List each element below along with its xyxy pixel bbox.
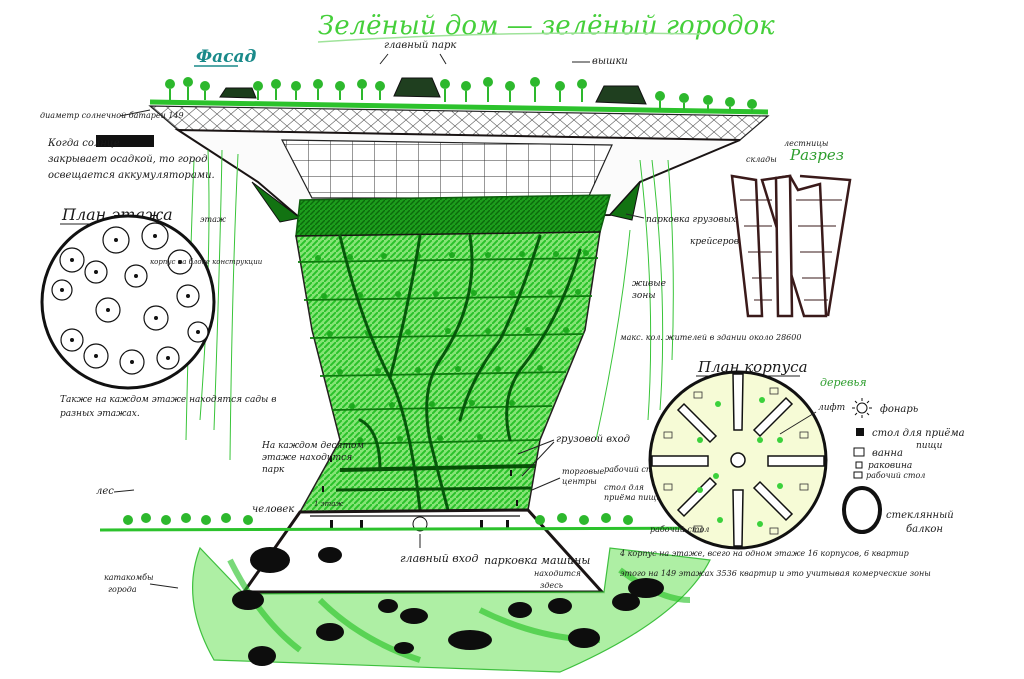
main-entrance-label: главный вход — [400, 552, 479, 565]
forest-label: лес — [96, 486, 114, 497]
section-drawing — [730, 174, 852, 318]
parking-cargo-line-2: крейсеров — [690, 237, 739, 247]
sun-note-line-2: закрывает осадкой, то город — [48, 154, 208, 165]
work-desk-label: рабочий стол — [604, 465, 663, 474]
tree-trunks — [338, 234, 582, 512]
plan-block-furniture — [663, 387, 809, 535]
page-title: Зелёный дом — зелёный городок — [318, 11, 775, 41]
cargo-label: склады — [746, 155, 777, 164]
forest-arrow — [113, 489, 135, 493]
floor-label: этаж — [200, 215, 226, 224]
sink-label: раковина — [868, 461, 912, 471]
tenth-floor-note-3: парк — [262, 465, 285, 475]
sink-icon — [855, 461, 863, 469]
underground-strokes — [227, 558, 691, 663]
bottom-note-line-1: 4 корпус на этаже, всего на одном этаже … — [619, 549, 909, 558]
shopping-centers-line-1: торговые — [562, 467, 605, 476]
meal-desk-line-2: пищи — [916, 441, 943, 451]
glass-balcony-icon — [842, 486, 882, 534]
parking-here-line-3: здесь — [540, 581, 563, 590]
work-desk-legend-label: рабочий стол — [866, 471, 925, 480]
cargo-entrance-label: грузовой вход — [556, 434, 630, 445]
solar-panels — [281, 139, 613, 199]
tower-1 — [219, 87, 257, 99]
tower-2 — [393, 77, 441, 98]
elevator-arrow — [779, 411, 817, 435]
park-band — [295, 194, 611, 237]
meal-desk-icon — [856, 428, 864, 436]
cargo-entrance-arrows — [517, 439, 555, 477]
sun-note-line-3: освещается аккумуляторами. — [48, 170, 215, 181]
glass-balcony-line-1: стеклянный — [886, 510, 954, 521]
living-zones-line-2: зоны — [632, 291, 656, 301]
shopping-centers-line-2: центры — [562, 477, 597, 486]
plan-block-trees — [697, 397, 783, 527]
forest-trees — [123, 513, 633, 525]
bath-icon — [853, 447, 865, 457]
tenth-floor-note-2: этаже находится — [262, 453, 352, 463]
lantern-icon — [856, 402, 868, 414]
legend: фонарь стол для приёма пищи ванна ракови… — [842, 398, 965, 535]
housing-blocks-label: корпус на блоке конструкции — [150, 258, 263, 266]
floor-plan-dots — [60, 234, 200, 364]
tenth-floor-note-1: На каждом десятом — [261, 441, 364, 451]
parking-here-line-1: парковка машины — [484, 554, 590, 567]
left-parking-pod — [251, 181, 302, 223]
person-label: человек — [252, 504, 294, 515]
reception-desk-line-2: приёма пищи — [604, 493, 662, 502]
main-entrance-symbol — [412, 516, 428, 532]
towers-label: вышки — [592, 56, 628, 67]
sun-note-line-1: Когда солнце — [47, 138, 120, 149]
underground-caves — [232, 547, 664, 666]
solar-diameter-arrow — [119, 109, 151, 117]
glass-balcony-line-2: балкон — [906, 524, 943, 535]
roof-park — [149, 77, 769, 115]
main-park-arrows — [379, 53, 447, 65]
bottom-note-line-2: этого на 149 этажах 3536 квартир и это у… — [620, 569, 931, 578]
solar-diameter-label: диаметр солнечной батареи 149 — [40, 111, 184, 120]
work-desk-icon — [853, 471, 863, 479]
plinth-windows — [322, 456, 518, 528]
elevator-label: лифт — [818, 403, 845, 413]
stairs-label: лестницы — [784, 139, 828, 148]
meal-desk-line-1: стол для приёма — [872, 428, 965, 439]
plan-block-walls — [651, 373, 825, 547]
reception-desk-line-1: стол для — [604, 483, 644, 492]
underground-caves-arrow — [149, 583, 179, 589]
work-desk-bottom-label: рабочий стол — [650, 525, 709, 534]
shopping-centers-arrow — [531, 477, 561, 491]
parking-here-line-2: находится — [534, 569, 581, 578]
facade-label: Фасад — [196, 47, 257, 67]
plan-block-elevator — [730, 452, 746, 468]
solar-battery-symbol — [96, 135, 154, 147]
parking-cargo-arrow — [625, 213, 645, 219]
underground-caves-line-1: катакомбы — [104, 573, 154, 582]
max-residents-label: макс. кол. жителей в здании около 28600 — [620, 333, 801, 342]
tower-3 — [595, 85, 647, 105]
living-zones-line-1: живые — [632, 279, 666, 289]
lantern-label: фонарь — [880, 404, 918, 415]
right-parking-pod — [609, 180, 641, 221]
bath-label: ванна — [872, 448, 903, 459]
gardens-note-line-1: Также на каждом этаже находятся сады в — [60, 395, 276, 405]
main-park-label: главный парк — [384, 40, 456, 51]
ground-line — [99, 526, 781, 532]
plan-block-title: План корпуса — [697, 358, 808, 376]
first-floor-label: 1 этаж — [314, 500, 343, 508]
gardens-note-line-2: разных этажах. — [60, 409, 140, 419]
floor-trees — [315, 250, 589, 443]
underground-caves-line-2: города — [108, 585, 137, 594]
trees-label: деревья — [820, 376, 867, 389]
section-title: Разрез — [789, 146, 844, 164]
title-underline — [317, 32, 701, 43]
parking-cargo-line-1: парковка грузовых — [646, 215, 736, 225]
